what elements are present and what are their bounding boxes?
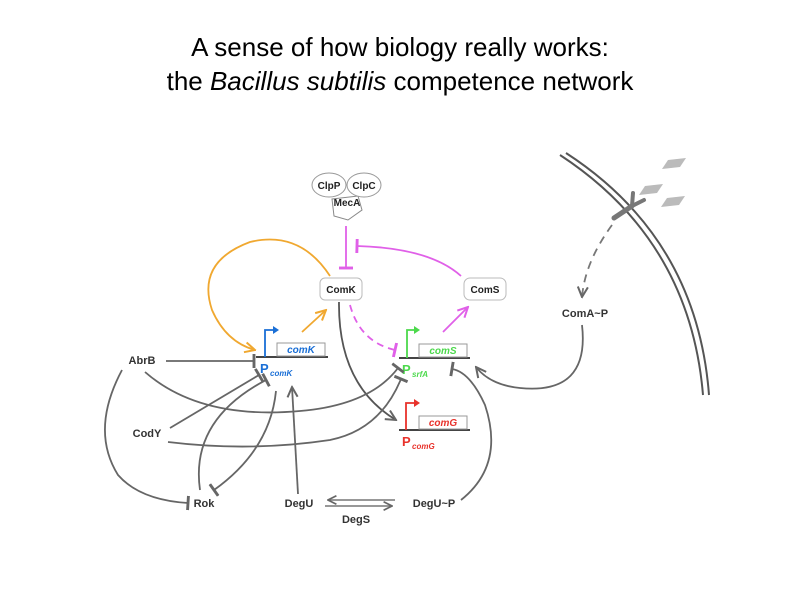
coms-gene-construct: comS P srfA	[399, 326, 470, 379]
edge-abrb-represses-psrfa	[144, 362, 405, 414]
meca-label: MecA	[334, 198, 361, 209]
edge-degu-p-represses-psrfa	[449, 361, 493, 501]
comk-gene-label: comK	[287, 345, 316, 356]
coms-protein-label: ComS	[471, 285, 500, 296]
title-organism: Bacillus subtilis	[209, 66, 387, 96]
coms-protein-node: ComS	[463, 277, 507, 301]
edge-rok-represses-pcomk	[198, 372, 271, 491]
edge-coms-inhibits-meca	[355, 238, 462, 277]
comk-protein-node: ComK	[319, 277, 363, 301]
comk-protein-label: ComK	[326, 285, 356, 296]
edge-comk-represses-rok	[208, 390, 277, 497]
rok-label: Rok	[194, 498, 216, 510]
edge-cody-represses-psrfa	[167, 374, 409, 448]
comk-promoter-sub: comK	[270, 369, 293, 378]
clpp-label: ClpP	[318, 181, 341, 192]
srfa-promoter-sub: srfA	[412, 370, 428, 379]
comg-promoter-label: P	[402, 434, 411, 449]
edge-comk-autoactivation	[207, 238, 331, 350]
signal-molecule-icon	[662, 158, 686, 169]
edge-abrb-represses-rok	[104, 369, 190, 511]
comg-gene-construct: comG P comG	[399, 399, 470, 451]
comg-promoter-sub: comG	[412, 442, 435, 451]
coma-p-label: ComA~P	[562, 308, 608, 320]
title-line-2-suffix: competence network	[386, 66, 634, 96]
edge-degu-activates-pcomk	[292, 387, 299, 495]
srfa-promoter-label: P	[402, 362, 411, 377]
clpp-clpc-meca-complex: ClpP ClpC MecA	[311, 172, 382, 221]
degs-label: DegS	[342, 514, 370, 526]
slide-title: A sense of how biology really works: the…	[0, 30, 800, 98]
cody-label: CodY	[133, 428, 162, 440]
title-line-2: the Bacillus subtilis competence network	[0, 64, 800, 98]
signal-molecule-icon	[639, 184, 663, 195]
edge-comk-gene-to-protein	[301, 310, 326, 333]
degu-p-label: DegU~P	[413, 498, 456, 510]
coms-gene-label: comS	[429, 346, 457, 357]
title-line-1: A sense of how biology really works:	[191, 32, 609, 62]
comg-gene-label: comG	[429, 418, 458, 429]
comk-promoter-label: P	[260, 361, 269, 376]
edge-receptor-to-comap	[582, 224, 613, 297]
edge-comap-activates-psrfa	[476, 324, 584, 390]
cell-membrane	[559, 152, 710, 396]
edge-coms-gene-to-protein	[442, 307, 468, 333]
edge-comk-represses-psrfa	[349, 304, 399, 358]
title-line-2-prefix: the	[166, 66, 210, 96]
clpc-label: ClpC	[352, 181, 375, 192]
comk-gene-construct: comK P comK	[256, 326, 328, 378]
signal-molecule-icon	[661, 196, 685, 207]
abrb-label: AbrB	[129, 355, 156, 367]
edge-cody-represses-pcomk	[169, 368, 264, 429]
edge-comk-activates-comg	[338, 301, 396, 420]
signal-molecules	[639, 158, 686, 207]
degu-label: DegU	[285, 498, 314, 510]
receptor-icon	[611, 191, 646, 221]
